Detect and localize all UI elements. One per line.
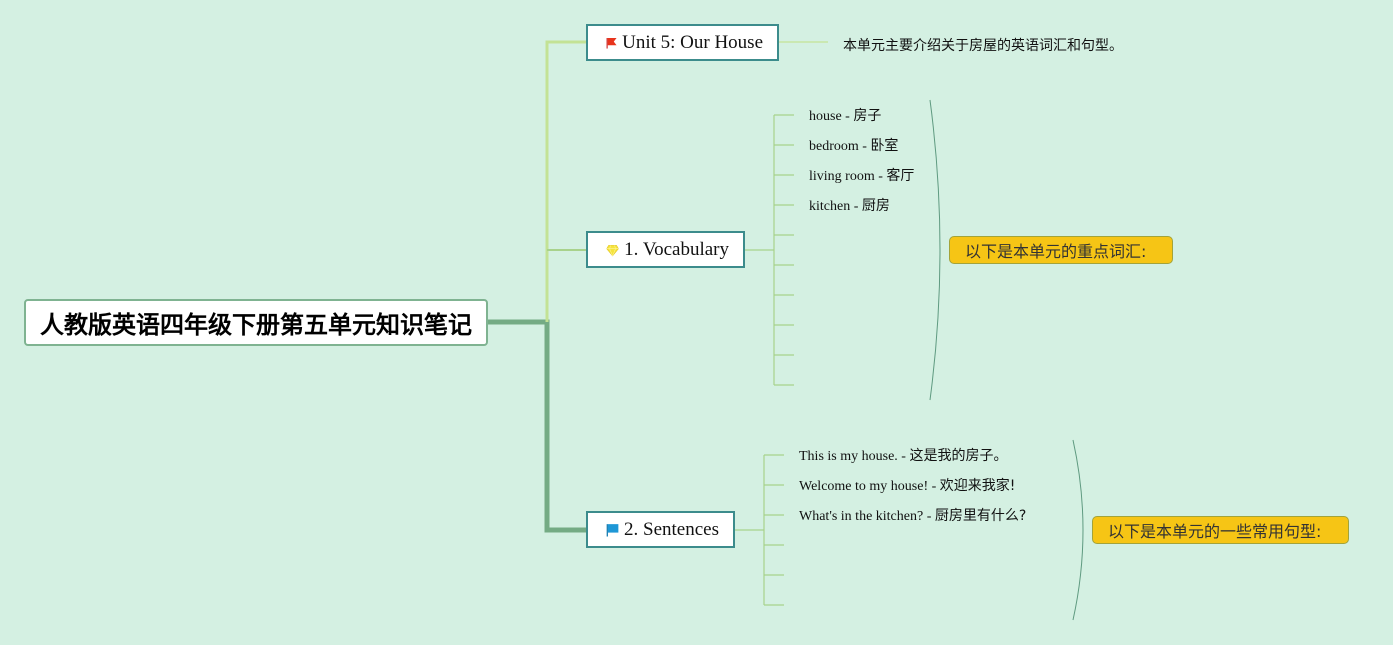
topic-sentences-label: 2. Sentences [624, 518, 719, 540]
sentence-item[interactable]: What's in the kitchen? - 厨房里有什么? [799, 508, 1027, 524]
vocabulary-summary-label: 以下是本单元的重点词汇: [965, 242, 1147, 261]
sentences-summary[interactable]: 以下是本单元的一些常用句型: [1092, 516, 1349, 544]
vocabulary-item[interactable]: kitchen - 厨房 [809, 198, 890, 214]
branch-to-unit [545, 40, 586, 322]
topic-unit-label: Unit 5: Our House [622, 31, 763, 53]
sentence-item[interactable]: This is my house. - 这是我的房子。 [799, 448, 1008, 464]
topic-vocabulary-label: 1. Vocabulary [624, 238, 729, 260]
vocabulary-leaf-lines [745, 114, 794, 386]
topic-unit[interactable]: Unit 5: Our House [586, 24, 779, 61]
root-title: 人教版英语四年级下册第五单元知识笔记 [40, 311, 472, 339]
sentence-item[interactable]: Welcome to my house! - 欢迎来我家! [799, 478, 1016, 494]
vocabulary-item[interactable]: bedroom - 卧室 [809, 138, 899, 154]
unit-description: 本单元主要介绍关于房屋的英语词汇和句型。 [843, 38, 1123, 54]
vocabulary-summary-bracket [929, 99, 941, 401]
blue-flag-icon [606, 523, 619, 537]
topic-sentences[interactable]: 2. Sentences [586, 511, 735, 548]
vocabulary-item[interactable]: house - 房子 [809, 108, 882, 124]
sentences-leaf-lines [735, 454, 784, 606]
branch-to-sentences [488, 319, 586, 533]
root-topic[interactable]: 人教版英语四年级下册第五单元知识笔记 [24, 299, 488, 346]
topic-vocabulary[interactable]: 1. Vocabulary [586, 231, 745, 268]
sentences-summary-bracket [1072, 439, 1084, 621]
sentences-summary-label: 以下是本单元的一些常用句型: [1108, 522, 1322, 541]
vocabulary-summary[interactable]: 以下是本单元的重点词汇: [949, 236, 1173, 264]
red-flag-icon [606, 37, 617, 49]
vocabulary-item[interactable]: living room - 客厅 [809, 168, 915, 184]
diamond-icon [606, 244, 619, 257]
